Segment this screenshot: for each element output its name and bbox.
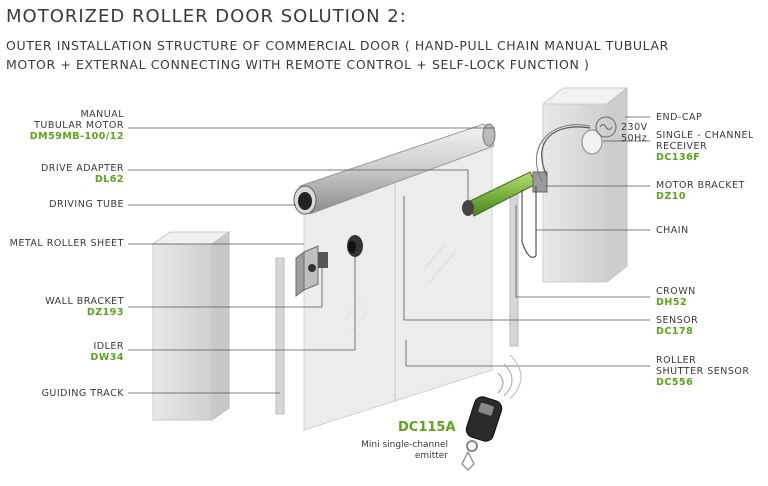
idler — [347, 235, 363, 257]
label-motor-bracket-text: MOTOR BRACKET — [656, 180, 745, 191]
right-wall-pillar — [541, 86, 629, 284]
label-shutter-sensor-line1: ROLLER — [656, 355, 697, 366]
label-wall-bracket: WALL BRACKET DZ193 — [45, 296, 124, 318]
power-rating: 230V 50Hz — [621, 122, 648, 144]
label-motor-bracket: MOTOR BRACKET DZ10 — [656, 180, 745, 202]
remote-description-line1: Mini single-channel — [361, 440, 448, 450]
driving-tube — [293, 123, 496, 215]
label-chain: CHAIN — [656, 225, 689, 236]
remote-description: Mini single-channel emitter — [352, 440, 448, 462]
label-sensor-text: SENSOR — [656, 315, 699, 326]
label-tubular-motor: MANUAL TUBULAR MOTOR DM59MB-100/12 — [30, 109, 124, 142]
label-tubular-motor-line2: TUBULAR MOTOR — [34, 120, 124, 131]
subtitle-line-2: MOTOR + EXTERNAL CONNECTING WITH REMOTE … — [6, 57, 590, 72]
page-title: MOTORIZED ROLLER DOOR SOLUTION 2: — [6, 6, 407, 27]
label-idler-text: IDLER — [93, 341, 124, 352]
label-wall-bracket-text: WALL BRACKET — [45, 296, 124, 307]
label-receiver: SINGLE - CHANNEL RECEIVER DC136F — [656, 130, 754, 163]
code-sensor: DC178 — [656, 326, 694, 337]
label-drive-adapter: DRIVE ADAPTER DL62 — [41, 163, 124, 185]
chain — [521, 186, 537, 258]
label-metal-roller-sheet: METAL ROLLER SHEET — [9, 238, 124, 249]
label-driving-tube: DRIVING TUBE — [49, 199, 124, 210]
remote-description-line2: emitter — [414, 451, 448, 461]
power-voltage: 230V — [621, 122, 648, 133]
receiver-unit — [536, 116, 617, 183]
guiding-track-right — [509, 189, 519, 347]
code-motor-bracket: DZ10 — [656, 191, 686, 202]
remote-control — [461, 354, 522, 472]
label-shutter-sensor-line2: SHUTTER SENSOR — [656, 366, 750, 377]
wall-bracket — [295, 245, 328, 297]
leader-lines — [128, 116, 650, 394]
code-tubular-motor: DM59MB-100/12 — [29, 131, 124, 142]
label-receiver-line2: RECEIVER — [656, 141, 708, 152]
code-idler: DW34 — [90, 352, 124, 363]
label-crown-text: CROWN — [656, 286, 696, 297]
tubular-motor — [462, 171, 548, 217]
label-idler: IDLER DW34 — [90, 341, 124, 363]
code-drive-adapter: DL62 — [94, 174, 124, 185]
label-drive-adapter-text: DRIVE ADAPTER — [40, 163, 124, 174]
page-subtitle: OUTER INSTALLATION STRUCTURE OF COMMERCI… — [6, 36, 766, 74]
label-shutter-sensor: ROLLER SHUTTER SENSOR DC556 — [656, 355, 749, 388]
label-receiver-line1: SINGLE - CHANNEL — [656, 130, 754, 141]
remote-code: DC115A — [398, 420, 456, 435]
subtitle-line-1: OUTER INSTALLATION STRUCTURE OF COMMERCI… — [6, 38, 669, 53]
label-crown: CROWN DH52 — [656, 286, 696, 308]
code-receiver: DC136F — [656, 152, 701, 163]
power-frequency: 50Hz — [621, 133, 648, 144]
label-end-cap: END-CAP — [656, 112, 703, 123]
code-crown: DH52 — [656, 297, 688, 308]
guiding-track-left — [275, 257, 285, 415]
label-guiding-track: GUIDING TRACK — [41, 388, 124, 399]
code-wall-bracket: DZ193 — [86, 307, 124, 318]
label-tubular-motor-line1: MANUAL — [80, 109, 124, 120]
label-sensor: SENSOR DC178 — [656, 315, 698, 337]
code-shutter-sensor: DC556 — [656, 377, 694, 388]
left-wall-pillar — [151, 231, 231, 421]
